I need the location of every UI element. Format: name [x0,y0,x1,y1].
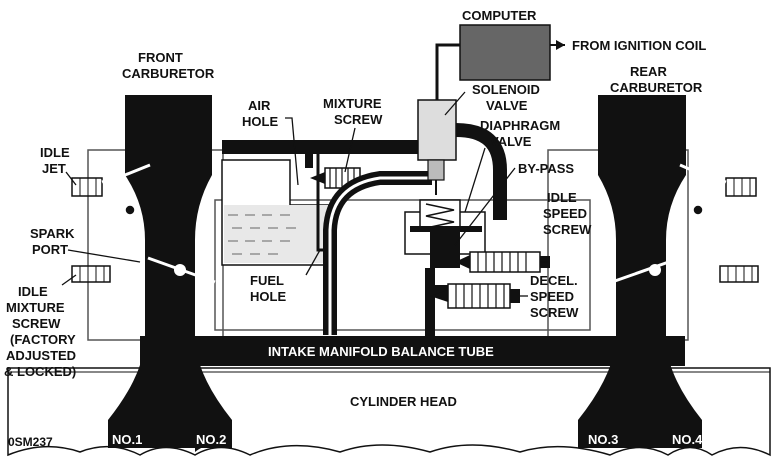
label-from-ignition-coil: FROM IGNITION COIL [572,38,706,53]
label-decel-1: DECEL. [530,273,578,288]
label-air-hole-1: AIR [248,98,271,113]
label-no2: NO.2 [196,432,226,447]
label-idle-mixture-1: IDLE [18,284,48,299]
label-idle-mixture-3: SCREW [12,316,61,331]
label-idle-mixture-6: & LOCKED) [4,364,76,379]
label-diaphragm-1: DIAPHRAGM [480,118,560,133]
label-no4: NO.4 [672,432,703,447]
label-idle-mixture-5: ADJUSTED [6,348,76,363]
label-idle-mixture-4: (FACTORY [10,332,76,347]
label-computer: COMPUTER [462,8,537,23]
label-air-hole-2: HOLE [242,114,278,129]
label-figure-code: 0SM237 [8,435,53,449]
label-fuel-hole-1: FUEL [250,273,284,288]
decel-speed-screw [430,283,520,309]
label-rear-carburetor-2: CARBURETOR [610,80,703,95]
label-front-carburetor-1: FRONT [138,50,183,65]
label-fuel-hole-2: HOLE [250,289,286,304]
label-idle-jet-1: IDLE [40,145,70,160]
label-mixture-screw-2: SCREW [334,112,383,127]
label-idle-speed-2: SPEED [543,206,587,221]
label-decel-3: SCREW [530,305,579,320]
label-spark-port-2: PORT [32,242,68,257]
label-spark-port-1: SPARK [30,226,75,241]
diagram-labels: COMPUTER FROM IGNITION COIL FRONT CARBUR… [4,8,706,449]
label-decel-2: SPEED [530,289,574,304]
intake-manifold-balance-tube [140,336,685,366]
label-front-carburetor-2: CARBURETOR [122,66,215,81]
bypass-hose [323,171,432,335]
air-passage [222,140,422,168]
label-diaphragm-2: VALVE [490,134,532,149]
idle-speed-screw [455,251,550,273]
label-no1: NO.1 [112,432,142,447]
label-rear-carburetor-1: REAR [630,64,667,79]
label-idle-jet-2: JET [42,161,66,176]
label-balance-tube: INTAKE MANIFOLD BALANCE TUBE [268,344,494,359]
label-mixture-screw-1: MIXTURE [323,96,382,111]
rear-idle-components [679,163,759,283]
label-cylinder-head: CYLINDER HEAD [350,394,457,409]
diaphragm-valve [404,199,486,340]
label-idle-speed-3: SCREW [543,222,592,237]
front-idle-components [71,163,151,283]
label-idle-speed-1: IDLE [547,190,577,205]
label-idle-mixture-2: MIXTURE [6,300,65,315]
label-solenoid-1: SOLENOID [472,82,540,97]
leader-lines [61,91,548,297]
label-solenoid-2: VALVE [486,98,528,113]
front-carburetor [108,95,232,452]
computer-unit [435,24,565,100]
throttle-plates [147,256,681,284]
float-bowl [221,145,331,266]
label-no3: NO.3 [588,432,618,447]
label-bypass: BY-PASS [518,161,574,176]
